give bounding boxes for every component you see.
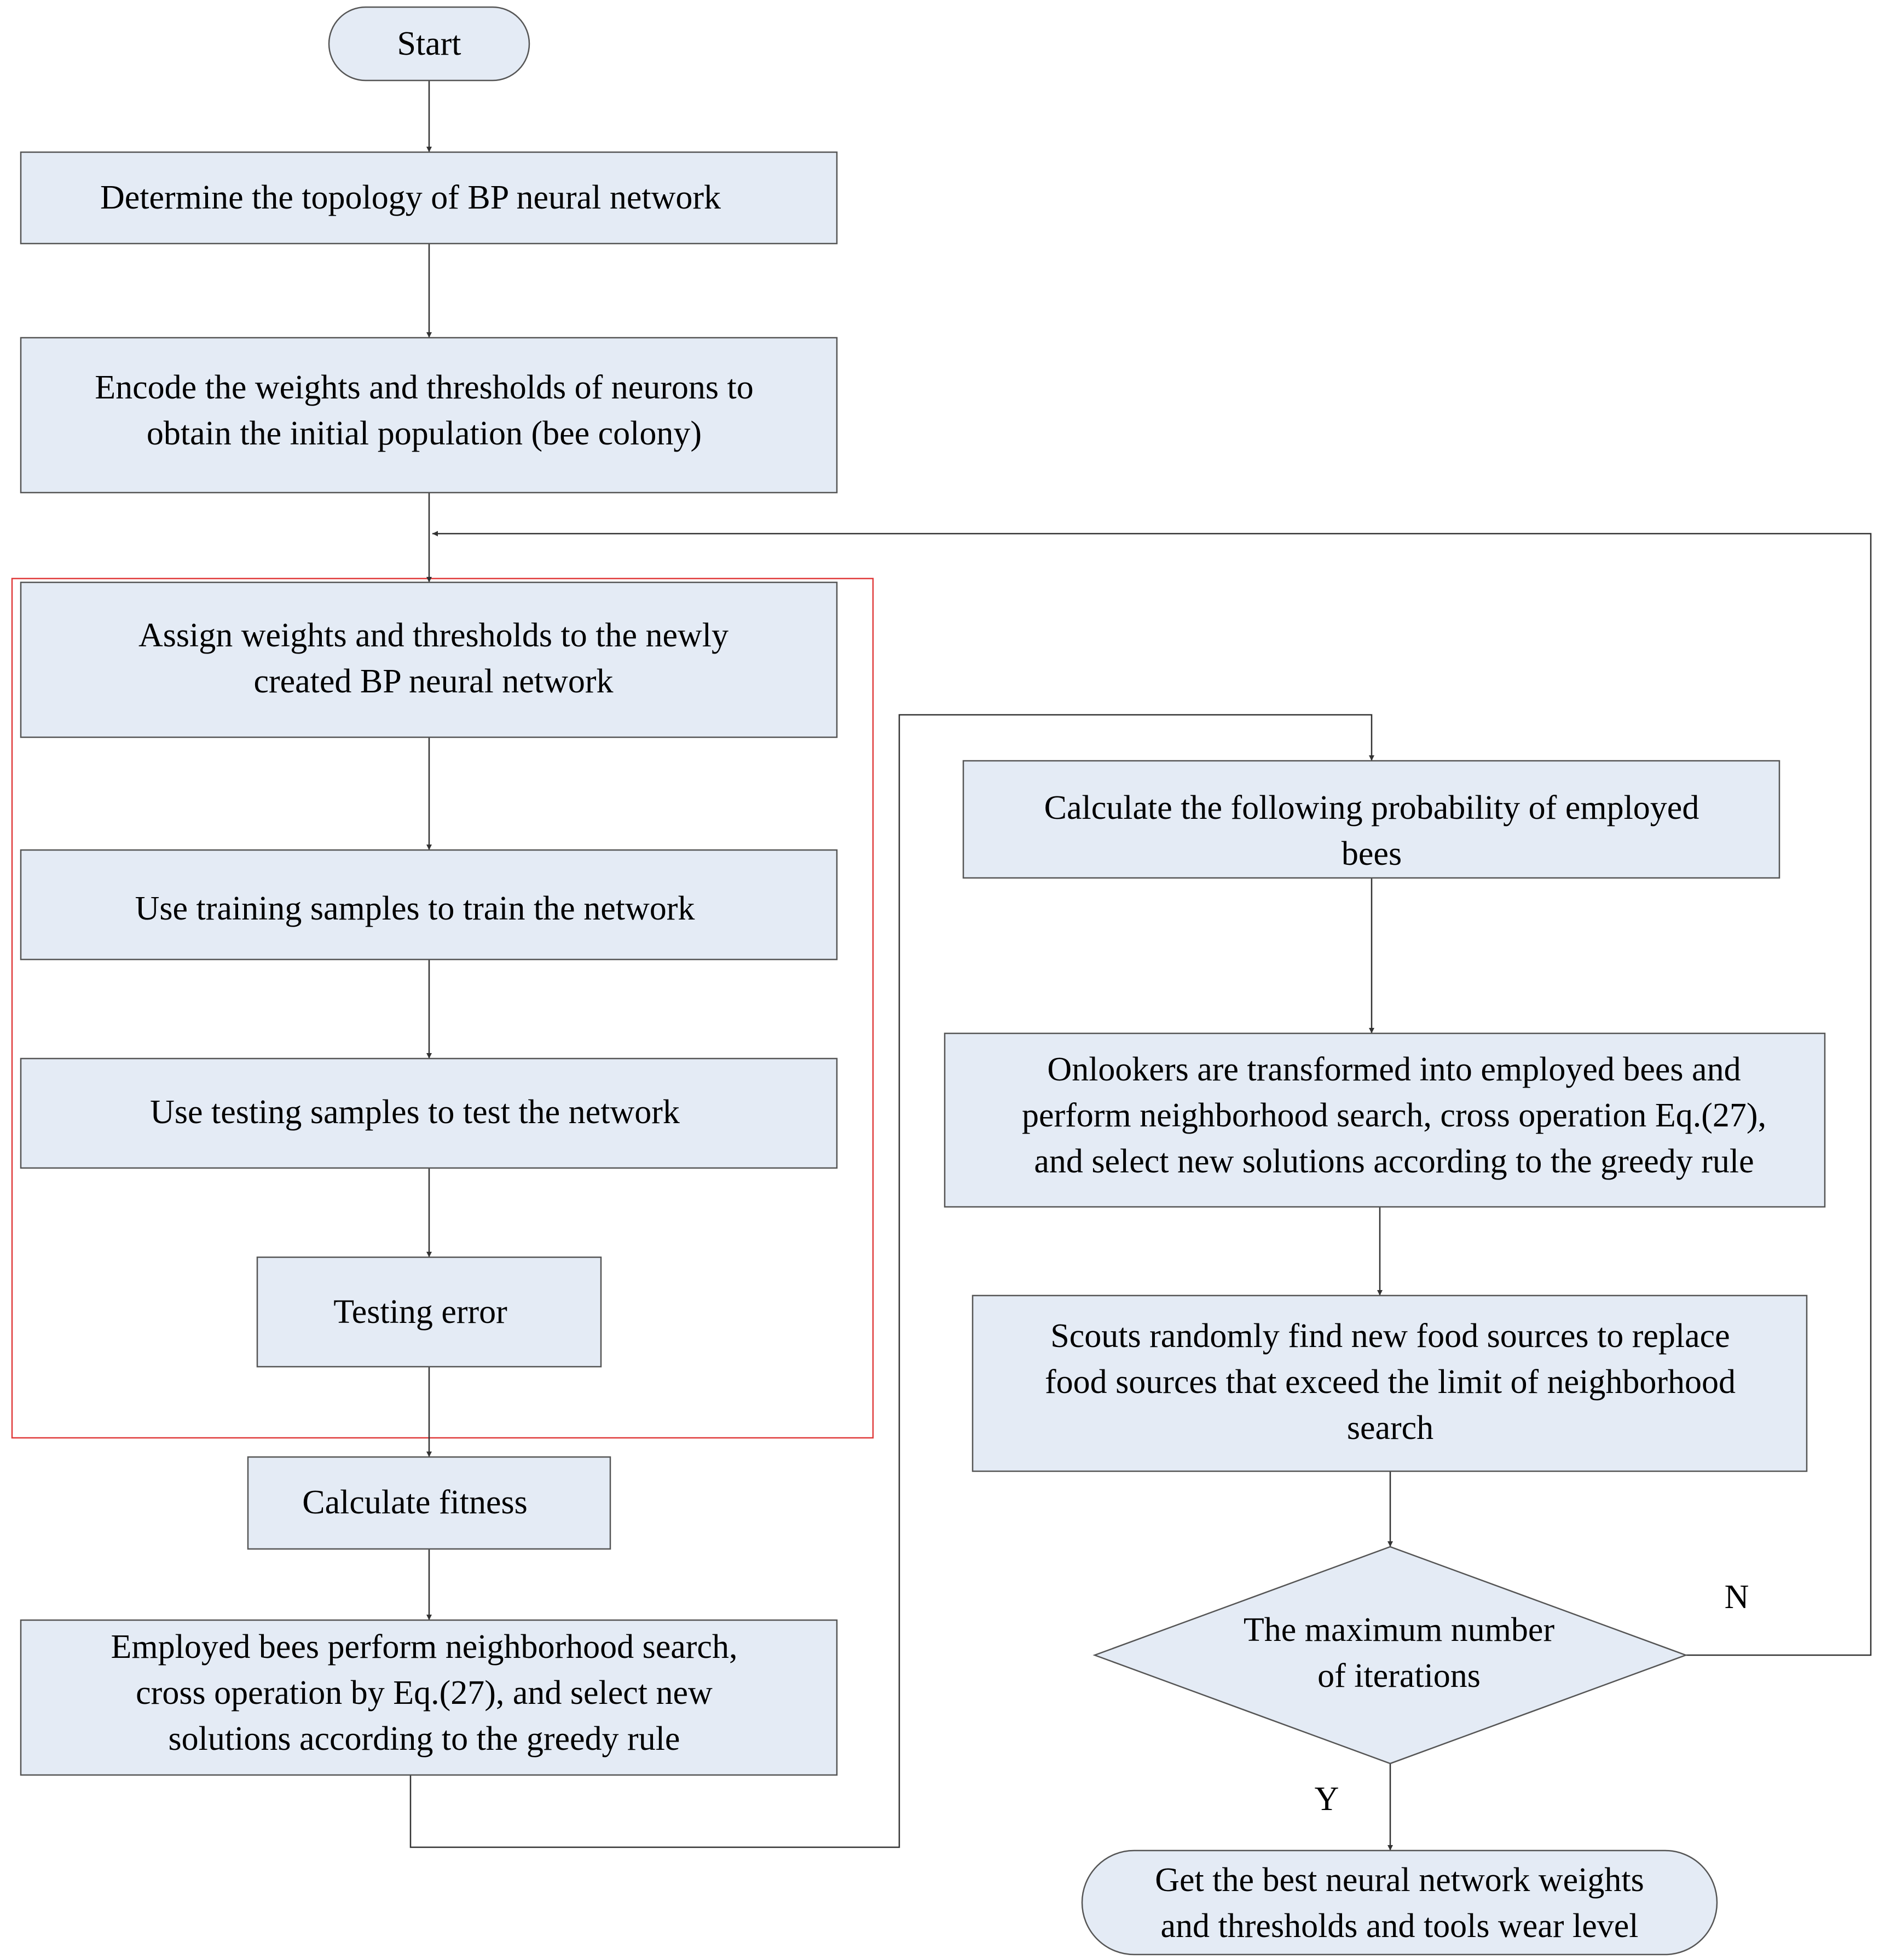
- train-text-line: Use training samples to train the networ…: [135, 890, 695, 927]
- encode-step-text: Encode the weights and thresholds of neu…: [95, 369, 754, 452]
- assign-step-text: Assign weights and thresholds to the new…: [138, 617, 729, 700]
- test-step-box: [20, 1057, 838, 1169]
- assign-step-box: [20, 581, 838, 738]
- employed-bees-step: Employed bees perform neighborhood searc…: [20, 1619, 838, 1776]
- decision-text-line: of iterations: [1317, 1657, 1481, 1695]
- onlookers-step: Onlookers are transformed into employed …: [944, 1032, 1826, 1208]
- train-step-box: [20, 849, 838, 961]
- start-node: Start: [328, 6, 530, 82]
- assign-text-line: created BP neural network: [253, 663, 613, 700]
- assign-text-line: Assign weights and thresholds to the new…: [138, 617, 729, 654]
- scouts-step-box: [972, 1294, 1808, 1472]
- scouts-text-line: search: [1347, 1409, 1433, 1447]
- fitness-step: Calculate fitness: [247, 1456, 611, 1550]
- encode-text-line: Encode the weights and thresholds of neu…: [95, 369, 754, 406]
- decision-text-line: The maximum number: [1244, 1611, 1555, 1649]
- connectors: [409, 80, 1872, 1851]
- start-terminal-shape: [328, 6, 530, 82]
- assign-step: Assign weights and thresholds to the new…: [20, 581, 838, 738]
- fitness-step-box: [247, 1456, 611, 1550]
- probability-step-box: [962, 760, 1780, 879]
- start-text-line: Start: [397, 25, 461, 62]
- arrow-decision-no-loop-back: [432, 531, 1872, 1656]
- employed-text-line: solutions according to the greedy rule: [169, 1720, 680, 1757]
- encode-step: Encode the weights and thresholds of neu…: [20, 337, 838, 494]
- fitness-step-text: Calculate fitness: [302, 1484, 527, 1521]
- topology-step: Determine the topology of BP neural netw…: [20, 151, 838, 245]
- max-iterations-text: The maximum number of iterations: [1244, 1611, 1555, 1695]
- employed-text-line: cross operation by Eq.(27), and select n…: [136, 1674, 713, 1712]
- onlookers-step-box: [944, 1032, 1826, 1208]
- test-step-text: Use testing samples to test the network: [150, 1094, 680, 1131]
- probability-step: Calculate the following probability of e…: [962, 760, 1780, 879]
- topology-text-line: Determine the topology of BP neural netw…: [100, 179, 721, 216]
- scouts-text-line: food sources that exceed the limit of ne…: [1045, 1363, 1736, 1401]
- onlookers-step-text: Onlookers are transformed into employed …: [1022, 1051, 1766, 1180]
- encode-step-box: [20, 337, 838, 494]
- test-text-line: Use testing samples to test the network: [150, 1094, 680, 1131]
- scouts-step-text: Scouts randomly find new food sources to…: [1045, 1317, 1736, 1447]
- onlookers-text-line: Onlookers are transformed into employed …: [1047, 1051, 1741, 1088]
- probability-step-text: Calculate the following probability of e…: [1044, 789, 1699, 872]
- scouts-step: Scouts randomly find new food sources to…: [972, 1294, 1808, 1472]
- test-step: Use testing samples to test the network: [20, 1057, 838, 1169]
- scouts-text-line: Scouts randomly find new food sources to…: [1050, 1317, 1730, 1355]
- network-training-group-frame: [11, 577, 874, 1439]
- topology-step-box: [20, 151, 838, 245]
- employed-text-line: Employed bees perform neighborhood searc…: [111, 1628, 738, 1666]
- testing-error-text: Testing error: [333, 1293, 507, 1331]
- end-node-text: Get the best neural network weights and t…: [1155, 1861, 1644, 1945]
- fitness-text-line: Calculate fitness: [302, 1484, 527, 1521]
- train-step: Use training samples to train the networ…: [20, 849, 838, 961]
- testing-error-box: [256, 1256, 602, 1368]
- encode-text-line: obtain the initial population (bee colon…: [147, 415, 702, 452]
- end-terminal-shape: [1081, 1849, 1718, 1956]
- testing-error-step: Testing error: [256, 1256, 602, 1368]
- train-step-text: Use training samples to train the networ…: [135, 890, 695, 927]
- employed-bees-text: Employed bees perform neighborhood searc…: [111, 1628, 738, 1757]
- arrow-employed-to-probability: [409, 714, 1374, 1848]
- topology-step-text: Determine the topology of BP neural netw…: [100, 179, 721, 216]
- branch-label-yes: Y: [1315, 1780, 1339, 1818]
- probability-text-line: bees: [1342, 835, 1402, 872]
- start-node-text: Start: [397, 25, 461, 62]
- end-node: Get the best neural network weights and t…: [1081, 1849, 1718, 1956]
- end-text-line: and thresholds and tools wear level: [1161, 1907, 1639, 1945]
- onlookers-text-line: and select new solutions according to th…: [1034, 1143, 1754, 1180]
- end-text-line: Get the best neural network weights: [1155, 1861, 1644, 1899]
- max-iterations-decision: The maximum number of iterations: [1092, 1546, 1688, 1765]
- branch-label-no: N: [1725, 1579, 1749, 1616]
- probability-text-line: Calculate the following probability of e…: [1044, 789, 1699, 826]
- onlookers-text-line: perform neighborhood search, cross opera…: [1022, 1097, 1766, 1134]
- employed-bees-box: [20, 1619, 838, 1776]
- max-iterations-diamond: [1092, 1546, 1688, 1765]
- error-text-line: Testing error: [333, 1293, 507, 1331]
